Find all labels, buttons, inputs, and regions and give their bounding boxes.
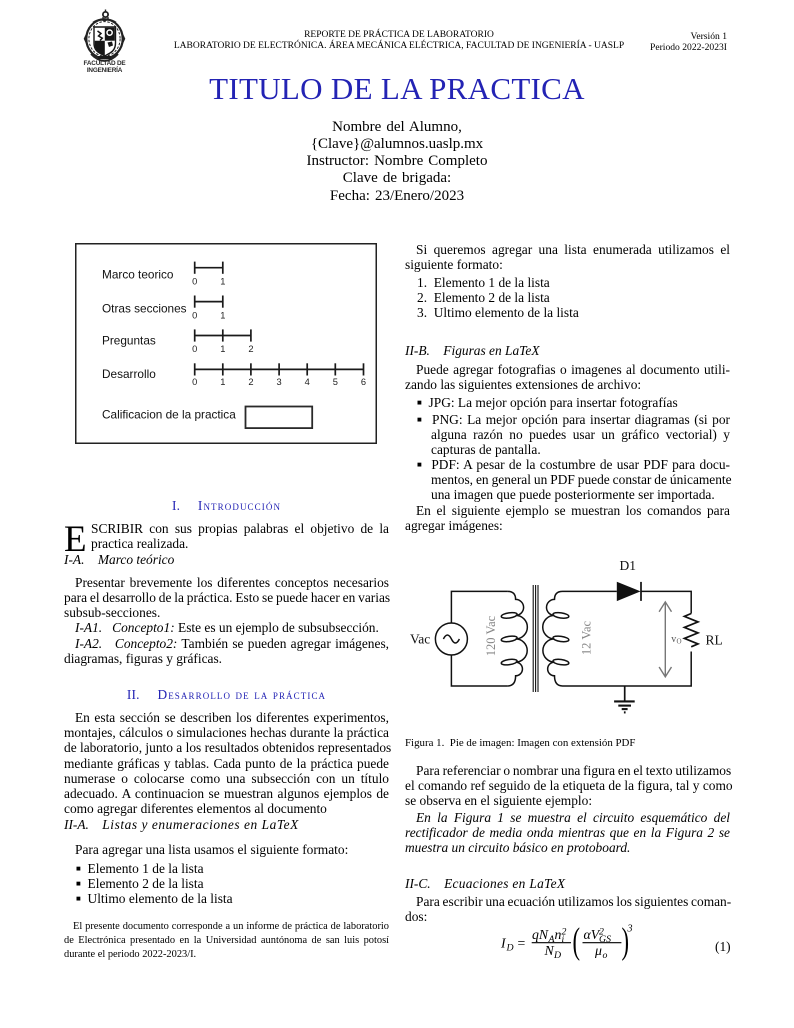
svg-text:0: 0 [192,277,197,287]
svg-text:=: = [518,936,526,951]
svg-text:0: 0 [192,310,197,320]
svg-text:N: N [544,943,555,958]
svg-text:v: v [671,634,676,645]
svg-text:αV: αV [584,927,601,942]
svg-text:RL: RL [706,633,723,648]
svg-text:qN: qN [532,927,549,942]
svg-text:1: 1 [220,310,225,320]
svg-text:n: n [555,927,562,942]
svg-text:O: O [677,638,682,646]
svg-text:1: 1 [220,344,225,354]
svg-text:Vac: Vac [410,632,430,647]
svg-text:1: 1 [220,377,225,387]
svg-text:6: 6 [361,377,366,387]
svg-text:Preguntas: Preguntas [102,334,156,348]
svg-text:Otras secciones: Otras secciones [102,301,187,315]
svg-text:FACULTAD DE: FACULTAD DE [84,60,127,67]
svg-text:2: 2 [248,377,253,387]
svg-text:0: 0 [192,344,197,354]
svg-text:120 Vac: 120 Vac [484,615,498,656]
svg-text:0: 0 [192,377,197,387]
svg-text:INGENIERÍA: INGENIERÍA [87,65,123,74]
svg-text:Marco teorico: Marco teorico [102,268,174,282]
svg-text:o: o [603,950,608,961]
svg-text:2: 2 [599,927,604,938]
svg-text:12 Vac: 12 Vac [580,620,594,655]
svg-text:1: 1 [220,277,225,287]
svg-text:μ: μ [594,943,602,958]
svg-text:i: i [562,934,565,945]
svg-text:(1): (1) [715,939,730,954]
svg-text:Calificacion de la practica: Calificacion de la practica [102,408,236,422]
svg-text:(: ( [573,921,581,962]
svg-text:3: 3 [627,924,633,935]
svg-text:2: 2 [562,927,567,938]
svg-text:2: 2 [248,344,253,354]
svg-text:D: D [553,950,561,961]
svg-text:): ) [622,921,630,962]
svg-text:D: D [506,943,514,954]
svg-text:Desarrollo: Desarrollo [102,367,156,381]
svg-text:3: 3 [277,377,282,387]
svg-text:4: 4 [305,377,310,387]
svg-text:A: A [548,934,556,945]
svg-text:5: 5 [333,377,338,387]
svg-text:I: I [500,936,507,951]
svg-text:D1: D1 [620,558,637,573]
svg-text:GS: GS [599,934,611,945]
